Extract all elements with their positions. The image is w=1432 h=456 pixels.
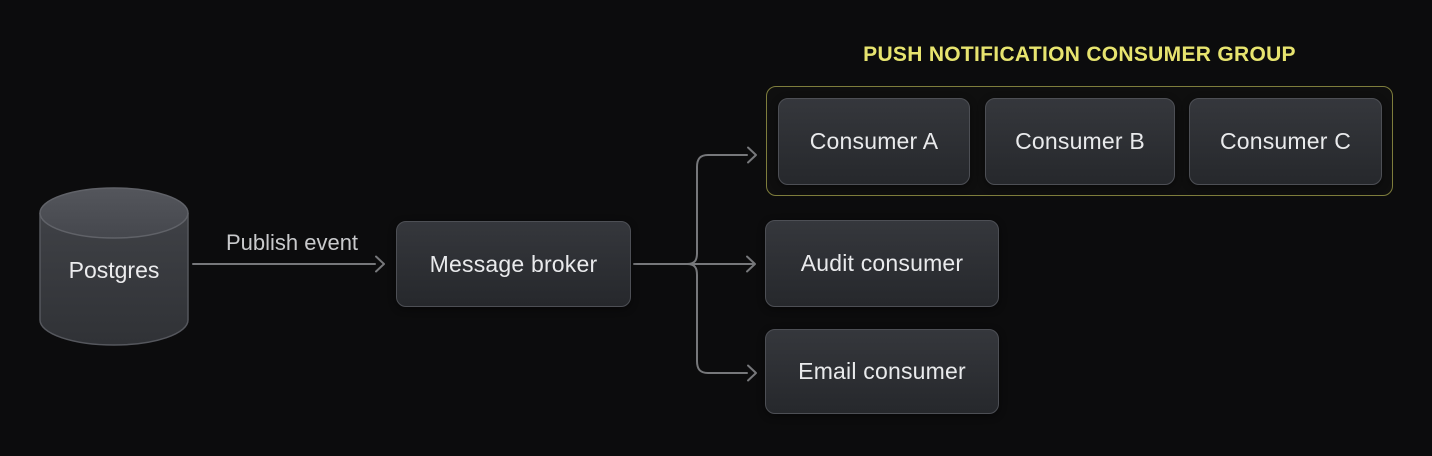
arrowhead-consumer-group (747, 146, 757, 164)
consumer-b-node: Consumer B (985, 98, 1175, 185)
consumer-c-node: Consumer C (1189, 98, 1382, 185)
message-broker-label: Message broker (429, 250, 598, 277)
consumer-b-label: Consumer B (1015, 128, 1145, 154)
consumer-c-label: Consumer C (1219, 128, 1352, 154)
arrow-to-consumer-group (686, 154, 748, 265)
arrowhead-audit (746, 255, 756, 273)
email-consumer-label: Email consumer (798, 358, 966, 384)
arrow-fanout (633, 146, 757, 382)
consumer-group-title: PUSH NOTIFICATION CONSUMER GROUP (863, 43, 1296, 66)
email-consumer-node: Email consumer (765, 329, 999, 414)
consumer-group-container (766, 86, 1393, 196)
arrow-publish-event (192, 255, 385, 273)
arrowhead-email (747, 364, 757, 382)
postgres-node-label: Postgres (68, 257, 160, 283)
consumer-a-label: Consumer A (809, 128, 939, 154)
arrow-to-email-consumer (686, 263, 748, 374)
audit-consumer-node: Audit consumer (765, 220, 999, 307)
audit-consumer-label: Audit consumer (800, 250, 964, 276)
publish-event-label: Publish event (225, 230, 359, 255)
consumer-a-node: Consumer A (778, 98, 970, 185)
message-broker-node: Message broker (396, 221, 631, 307)
